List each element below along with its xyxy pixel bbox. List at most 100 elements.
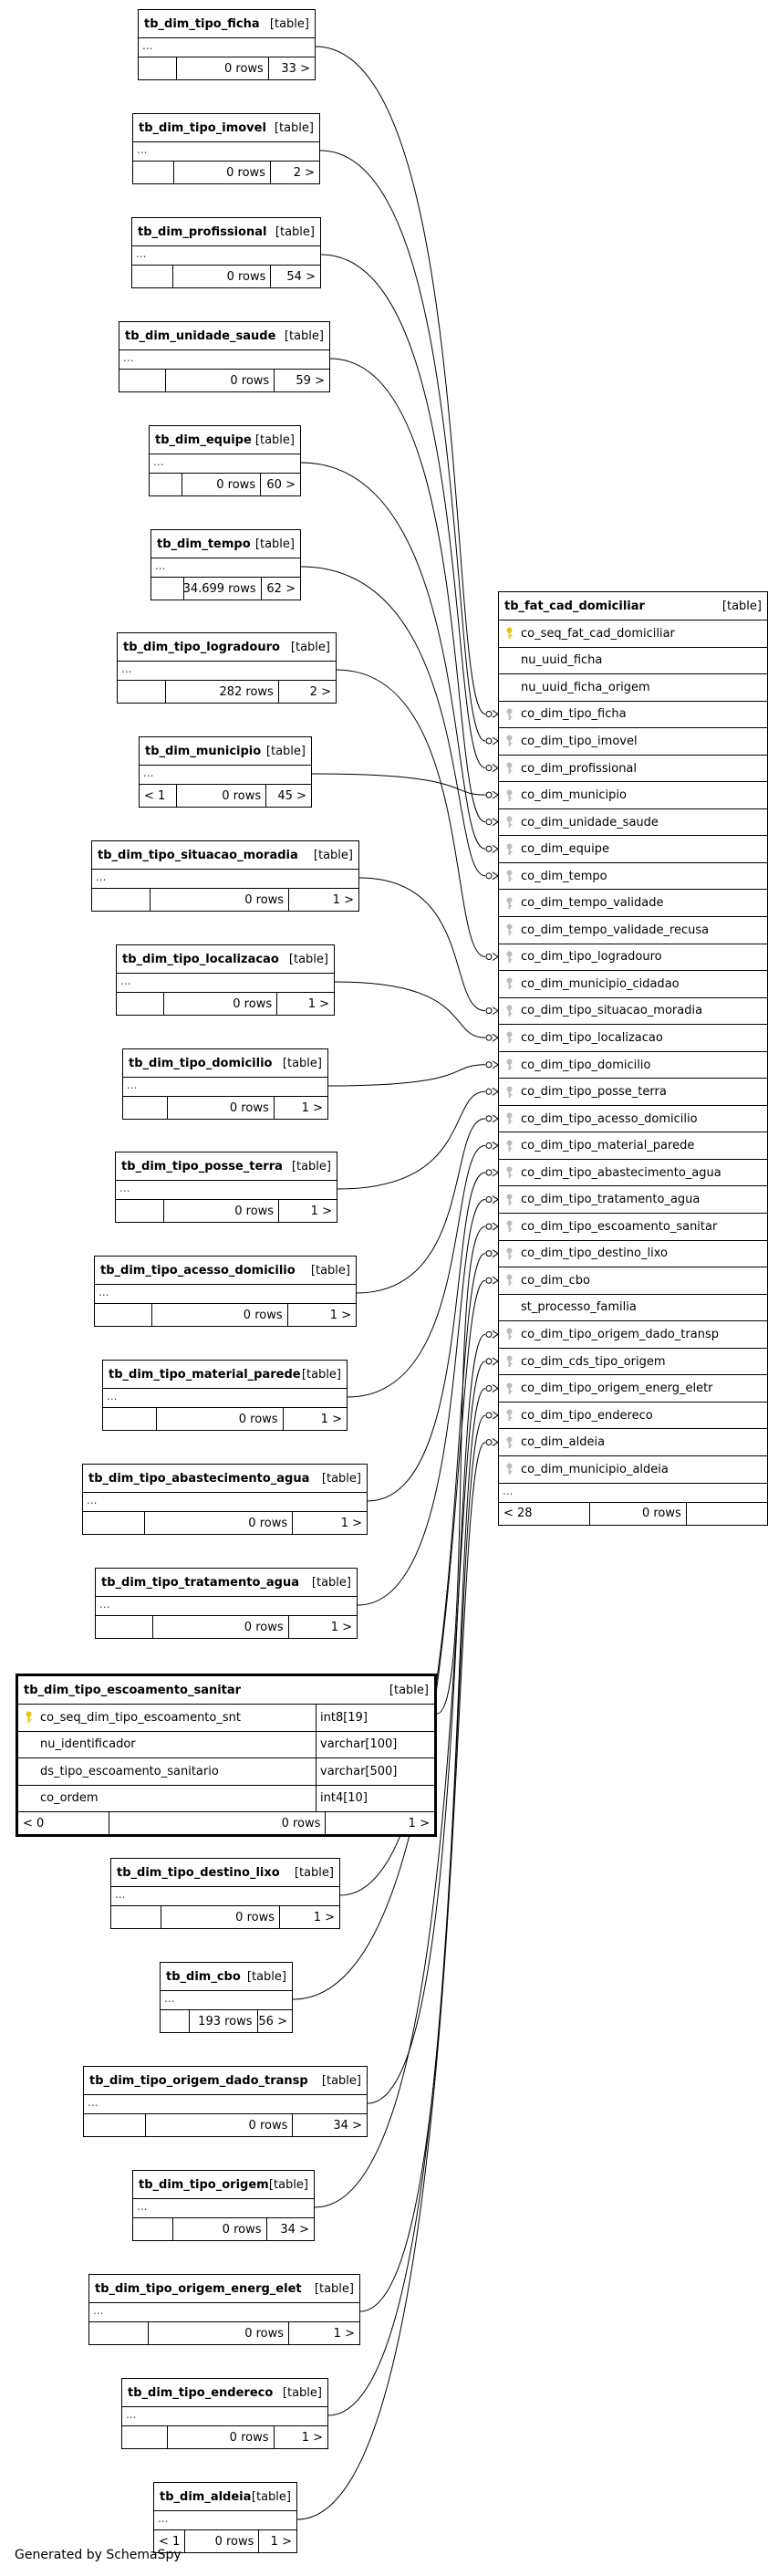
column-row[interactable]: co_seq_fat_cad_domiciliar <box>499 621 767 648</box>
table-tb-dim-tipo-tratamento-agua[interactable]: tb_dim_tipo_tratamento_agua[table]...0 r… <box>95 1568 358 1639</box>
table-header[interactable]: tb_dim_equipe[table] <box>150 426 300 454</box>
table-header[interactable]: tb_dim_tipo_origem[table] <box>133 2171 314 2199</box>
column-row[interactable]: co_dim_tipo_logradouro <box>499 944 767 972</box>
table-header[interactable]: tb_dim_unidade_saude[table] <box>119 322 329 350</box>
table-header[interactable]: tb_dim_tipo_posse_terra[table] <box>116 1152 337 1181</box>
parents-count[interactable] <box>89 2322 150 2344</box>
children-count[interactable]: 56 > <box>258 2014 287 2028</box>
children-count[interactable]: 1 > <box>329 1308 351 1322</box>
parents-count[interactable]: < 1 <box>154 2530 186 2552</box>
column-row[interactable]: co_dim_tipo_material_parede <box>499 1132 767 1160</box>
table-header[interactable]: tb_dim_aldeia[table] <box>154 2483 296 2511</box>
column-row[interactable]: co_dim_tipo_posse_terra <box>499 1079 767 1106</box>
column-row[interactable]: co_dim_tipo_abastecimento_agua <box>499 1160 767 1187</box>
parents-count[interactable] <box>95 1304 152 1326</box>
table-header[interactable]: tb_dim_tipo_domicilio[table] <box>123 1049 327 1078</box>
parents-count[interactable] <box>122 2426 168 2448</box>
column-row[interactable]: co_dim_tipo_localizacao <box>499 1025 767 1052</box>
parents-count[interactable] <box>161 2010 190 2032</box>
parents-count[interactable] <box>103 1408 157 1430</box>
parents-count[interactable] <box>116 1200 165 1222</box>
column-row[interactable]: st_processo_familia <box>499 1295 767 1322</box>
column-row[interactable]: co_dim_tipo_tratamento_agua <box>499 1186 767 1215</box>
children-count[interactable]: 34 > <box>280 2222 309 2237</box>
column-row[interactable]: co_dim_tipo_destino_lixo <box>499 1241 767 1268</box>
table-header[interactable]: tb_dim_tipo_escoamento_sanitar [table] <box>18 1676 434 1705</box>
children-count[interactable]: 33 > <box>281 61 310 76</box>
column-row[interactable]: co_dim_tipo_domicilio <box>499 1052 767 1079</box>
column-row[interactable]: co_dim_tipo_endereco <box>499 1403 767 1430</box>
column-row[interactable]: co_dim_unidade_saude <box>499 809 767 837</box>
parents-count[interactable] <box>139 57 178 79</box>
column-row[interactable]: co_dim_profissional <box>499 756 767 783</box>
children-count[interactable]: 59 > <box>296 373 325 388</box>
children-count[interactable]: 34 > <box>333 2118 362 2133</box>
column-row[interactable]: co_dim_cbo <box>499 1267 767 1295</box>
parents-count[interactable]: < 0 <box>18 1812 110 1834</box>
parents-count[interactable] <box>117 993 165 1015</box>
column-row[interactable]: co_dim_tipo_origem_dado_transp <box>499 1321 767 1349</box>
children-count[interactable]: 1 > <box>313 1910 335 1924</box>
table-header[interactable]: tb_dim_tipo_ficha[table] <box>139 10 315 38</box>
parents-count[interactable] <box>83 1512 146 1534</box>
children-count[interactable]: 1 > <box>333 2326 355 2341</box>
parents-count[interactable] <box>111 1906 161 1928</box>
column-row[interactable]: co_dim_tipo_imovel <box>499 728 767 756</box>
table-header[interactable]: tb_dim_tipo_tratamento_agua[table] <box>96 1569 357 1597</box>
table-tb-dim-tipo-origem-energ-elet[interactable]: tb_dim_tipo_origem_energ_elet[table]...0… <box>88 2274 360 2345</box>
children-count[interactable]: 1 > <box>330 1620 352 1634</box>
parents-count[interactable]: < 28 <box>499 1502 590 1525</box>
table-header[interactable]: tb_dim_tipo_origem_energ_elet[table] <box>89 2275 359 2303</box>
column-row[interactable]: co_dim_municipio_cidadao <box>499 971 767 998</box>
column-row[interactable]: co_dim_tipo_acesso_domicilio <box>499 1106 767 1133</box>
table-header[interactable]: tb_dim_tipo_localizacao[table] <box>117 945 334 974</box>
children-count[interactable]: 2 > <box>309 684 331 699</box>
children-count[interactable]: 1 > <box>301 1100 323 1115</box>
column-row[interactable]: nu_uuid_ficha_origem <box>499 674 767 702</box>
table-header[interactable]: tb_dim_tipo_imovel[table] <box>133 114 319 142</box>
children-count[interactable]: 1 > <box>340 1516 362 1530</box>
column-row[interactable]: co_dim_tipo_situacao_moradia <box>499 998 767 1026</box>
table-tb-dim-tipo-acesso-domicilio[interactable]: tb_dim_tipo_acesso_domicilio[table]...0 … <box>94 1256 357 1327</box>
children-count[interactable]: 1 > <box>307 996 329 1011</box>
children-count[interactable]: 1 > <box>320 1412 342 1426</box>
table-header[interactable]: tb_dim_cbo[table] <box>161 1963 292 1991</box>
table-header[interactable]: tb_dim_tipo_situacao_moradia[table] <box>92 841 358 870</box>
parents-count[interactable] <box>92 889 151 911</box>
parents-count[interactable] <box>96 1616 153 1638</box>
parents-count[interactable] <box>132 266 174 287</box>
parents-count[interactable] <box>133 2218 173 2240</box>
column-row[interactable]: co_dim_tipo_origem_energ_eletr <box>499 1375 767 1403</box>
children-count[interactable]: 54 > <box>286 269 316 284</box>
table-header[interactable]: tb_dim_tempo[table] <box>151 530 300 558</box>
table-tb-dim-tipo-situacao-moradia[interactable]: tb_dim_tipo_situacao_moradia[table]...0 … <box>91 840 359 912</box>
children-count[interactable]: 60 > <box>266 477 296 492</box>
parents-count[interactable] <box>123 1097 169 1119</box>
children-count[interactable]: 1 > <box>332 892 354 907</box>
table-header[interactable]: tb_fat_cad_domiciliar [table] <box>499 592 767 621</box>
table-header[interactable]: tb_dim_tipo_material_parede[table] <box>103 1361 347 1389</box>
table-header[interactable]: tb_dim_tipo_logradouro[table] <box>118 633 336 662</box>
table-tb-fat-cad-domiciliar[interactable]: tb_fat_cad_domiciliar [table] co_seq_fat… <box>498 591 768 1526</box>
column-row[interactable]: co_dim_tempo <box>499 863 767 891</box>
table-tb-dim-tipo-origem-dado-transp[interactable]: tb_dim_tipo_origem_dado_transp[table]...… <box>83 2066 368 2137</box>
parents-count[interactable] <box>151 578 184 600</box>
parents-count[interactable] <box>133 162 174 183</box>
column-row[interactable]: co_dim_tempo_validade <box>499 890 767 918</box>
table-tb-dim-tipo-abastecimento-agua[interactable]: tb_dim_tipo_abastecimento_agua[table]...… <box>82 1464 368 1535</box>
children-count[interactable]: 45 > <box>277 788 306 803</box>
table-tb-dim-tipo-material-parede[interactable]: tb_dim_tipo_material_parede[table]...0 r… <box>102 1360 348 1431</box>
